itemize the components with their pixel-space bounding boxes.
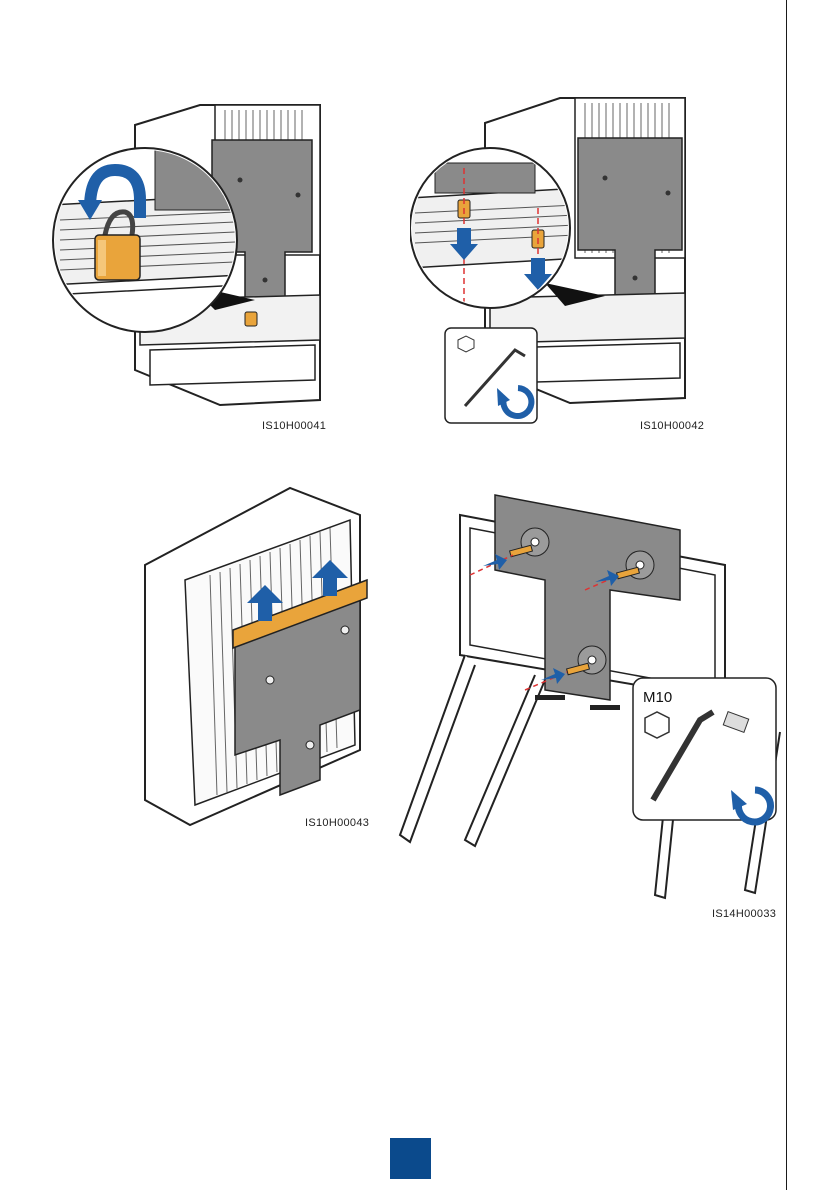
figure-caption: IS14H00033 — [712, 908, 776, 920]
page-number-badge — [390, 1138, 431, 1179]
figure-padlock-install — [40, 100, 340, 420]
page-edge-line — [786, 0, 787, 1190]
figure-caption: IS10H00043 — [305, 817, 369, 829]
bolt-size-label: M10 — [643, 689, 672, 706]
figure-screw-fasten — [410, 88, 710, 428]
figure-bracket-lift — [135, 480, 380, 830]
figure-caption: IS10H00042 — [640, 420, 704, 432]
figure-caption: IS10H00041 — [262, 420, 326, 432]
figure-stand-mount: M10 — [395, 490, 785, 900]
